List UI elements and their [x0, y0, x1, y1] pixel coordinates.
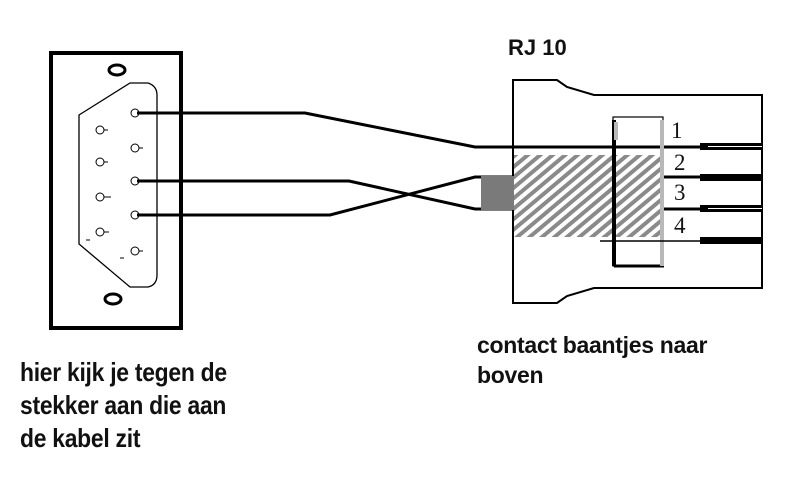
- db9-pins-left: [86, 125, 111, 241]
- rj10-body-top: [512, 79, 763, 268]
- rj10-contact-area: [514, 155, 664, 237]
- db9-screw-hole-bottom: [103, 292, 123, 306]
- rj10-pin-label-1: 1: [671, 118, 683, 143]
- db9-pins-right: [120, 108, 143, 259]
- db9-pin: [130, 246, 140, 256]
- rj10-strain-relief: [481, 176, 514, 210]
- rj10-contact-4: [700, 237, 762, 244]
- wire-pin1: [137, 111, 760, 149]
- db9-frame: [49, 51, 183, 330]
- db9-pin: [130, 143, 140, 153]
- rj10-pin-label-2: 2: [674, 150, 686, 175]
- rj10-caption: contact baantjes naar boven: [477, 332, 708, 388]
- rj10-title: RJ 10: [508, 35, 567, 60]
- db9-screw-hole-top: [107, 63, 127, 77]
- wires: [137, 111, 760, 217]
- rj10-contacts: [700, 143, 762, 244]
- rj10-connector: 1 2 3 4: [481, 79, 763, 304]
- db9-pin: [95, 157, 105, 167]
- rj10-pin-label-3: 3: [674, 180, 686, 205]
- db9-pin: [95, 125, 105, 135]
- rj10-body-bottom: [512, 268, 763, 304]
- db9-pin: [95, 227, 105, 237]
- rj10-contact-2: [700, 174, 762, 181]
- db9-caption: hier kijk je tegen de stekker aan die aa…: [20, 357, 227, 453]
- db9-shell-outline: [78, 82, 158, 288]
- db9-pin: [95, 192, 105, 202]
- db9-connector: [49, 51, 183, 330]
- rj10-pin-label-4: 4: [674, 213, 686, 238]
